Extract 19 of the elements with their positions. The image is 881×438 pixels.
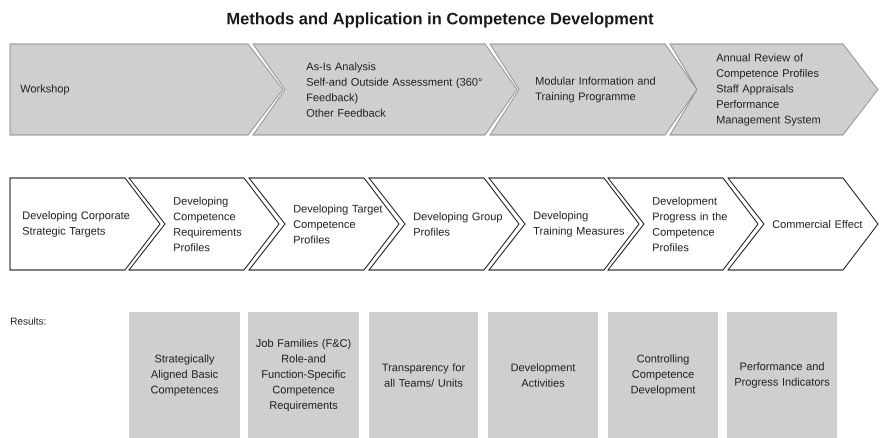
chevron-box: Developing Target Competence Profiles <box>248 178 400 270</box>
chevron-box: Annual Review of Competence Profiles Staff Appraisals Performance Management System <box>669 44 879 136</box>
result-box: Performance and Progress Indicators <box>727 312 837 438</box>
chevron-box: As-Is Analysis Self-and Outside Assessment (360° Feedback) Other Feedback <box>252 44 518 136</box>
node-label: Annual Review of Competence Profiles <box>716 53 818 80</box>
chevron-box: Commercial Effect <box>727 178 879 270</box>
chevron-box: Developing Competence Requirements Profiles <box>128 178 280 270</box>
chevron-box: Workshop <box>10 44 284 136</box>
result-box: Transparency for all Teams/ Units <box>369 312 478 438</box>
result-box: Controlling Competence Development <box>608 312 718 438</box>
node-label: Performance Management System <box>717 100 820 126</box>
result-box: Development Activities <box>488 312 598 438</box>
title: Methods and Application in Competence Development <box>228 12 654 28</box>
chevron-box: Modular Information and Training Programme <box>489 44 698 136</box>
chevron-box: Developing Corporate Strategic Targets <box>10 178 161 270</box>
row-label: Results: <box>11 317 46 325</box>
node-label: Staff Appraisals <box>716 84 794 95</box>
result-box: Strategically Aligned Basic Competences <box>129 312 240 438</box>
result-box: Job Families (F&C) Role-and Function-Specific Competence Requirements <box>248 312 359 438</box>
